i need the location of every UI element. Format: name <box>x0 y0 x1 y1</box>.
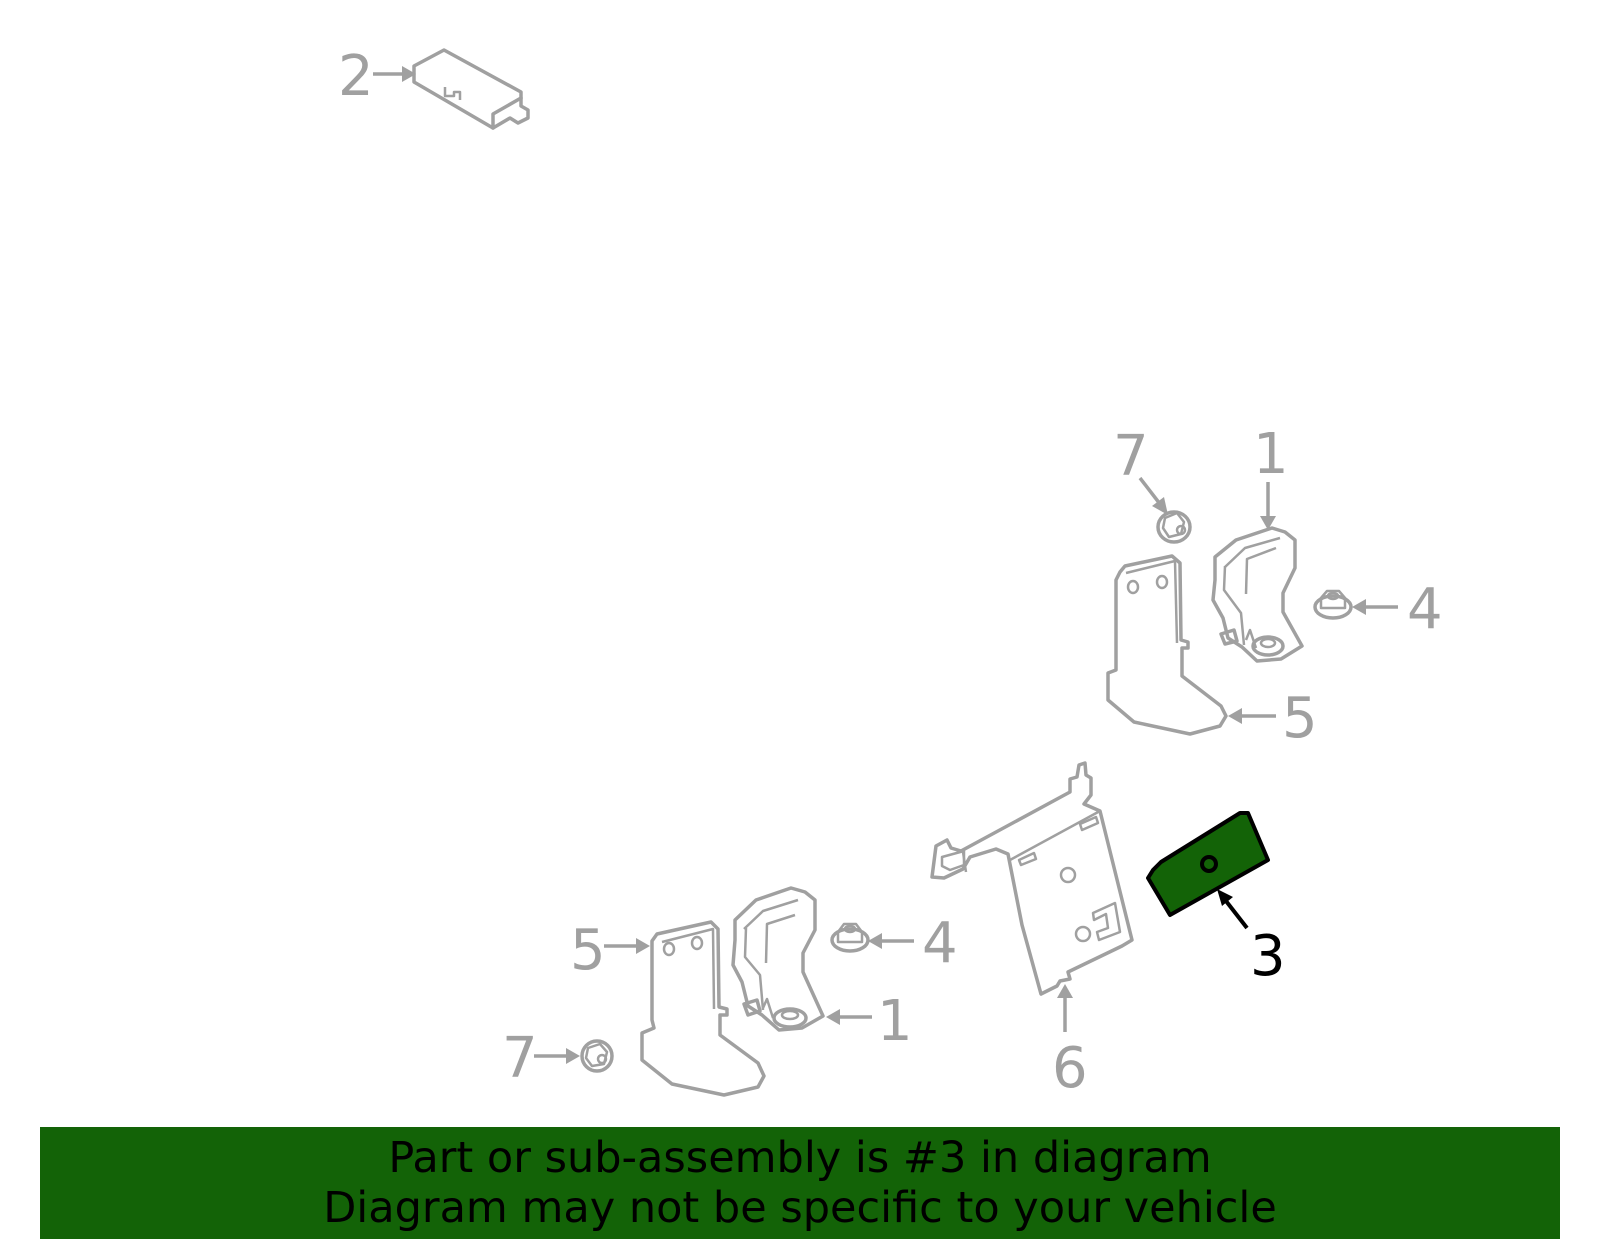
callout-3: 3 <box>1217 889 1286 989</box>
part-4-nut-upper <box>1313 589 1353 620</box>
part-2-module <box>412 48 530 130</box>
callout-7-upper: 7 <box>1113 424 1168 515</box>
svg-text:2: 2 <box>338 44 374 109</box>
svg-text:5: 5 <box>570 918 606 983</box>
part-6-main-bracket <box>930 761 1134 996</box>
part-7-nut-lower <box>580 1039 614 1073</box>
highlighted-part-shape <box>1146 811 1270 917</box>
callout-6: 6 <box>1052 984 1088 1101</box>
svg-text:1: 1 <box>877 989 913 1054</box>
callout-1-lower: 1 <box>826 989 913 1054</box>
part-4-nut-lower <box>830 922 870 953</box>
callout-7-lower: 7 <box>502 1026 580 1091</box>
part-1-bracket-lower <box>731 886 825 1032</box>
svg-text:3: 3 <box>1250 924 1286 989</box>
banner-line-part-number: Part or sub-assembly is #3 in diagram <box>388 1133 1212 1183</box>
svg-text:4: 4 <box>1407 577 1443 642</box>
part-3-sensor-highlighted <box>1146 811 1270 917</box>
callout-1-upper: 1 <box>1253 422 1289 530</box>
svg-text:1: 1 <box>1253 422 1289 487</box>
callout-5-lower: 5 <box>570 918 650 983</box>
part-5-bracket-upper <box>1106 554 1228 736</box>
svg-text:6: 6 <box>1052 1036 1088 1101</box>
callout-4-lower: 4 <box>868 911 958 976</box>
part-7-nut-upper <box>1156 510 1192 544</box>
svg-text:5: 5 <box>1282 686 1318 751</box>
banner-line-disclaimer: Diagram may not be specific to your vehi… <box>323 1183 1277 1233</box>
svg-text:4: 4 <box>922 911 958 976</box>
callout-4-upper: 4 <box>1352 577 1443 642</box>
callout-2: 2 <box>338 44 416 109</box>
part-5-bracket-lower <box>640 920 766 1097</box>
info-banner: Part or sub-assembly is #3 in diagram Di… <box>40 1127 1560 1239</box>
svg-text:7: 7 <box>502 1026 538 1091</box>
part-1-bracket-upper <box>1211 526 1304 663</box>
svg-text:7: 7 <box>1113 424 1149 489</box>
callout-5-upper: 5 <box>1228 686 1318 751</box>
